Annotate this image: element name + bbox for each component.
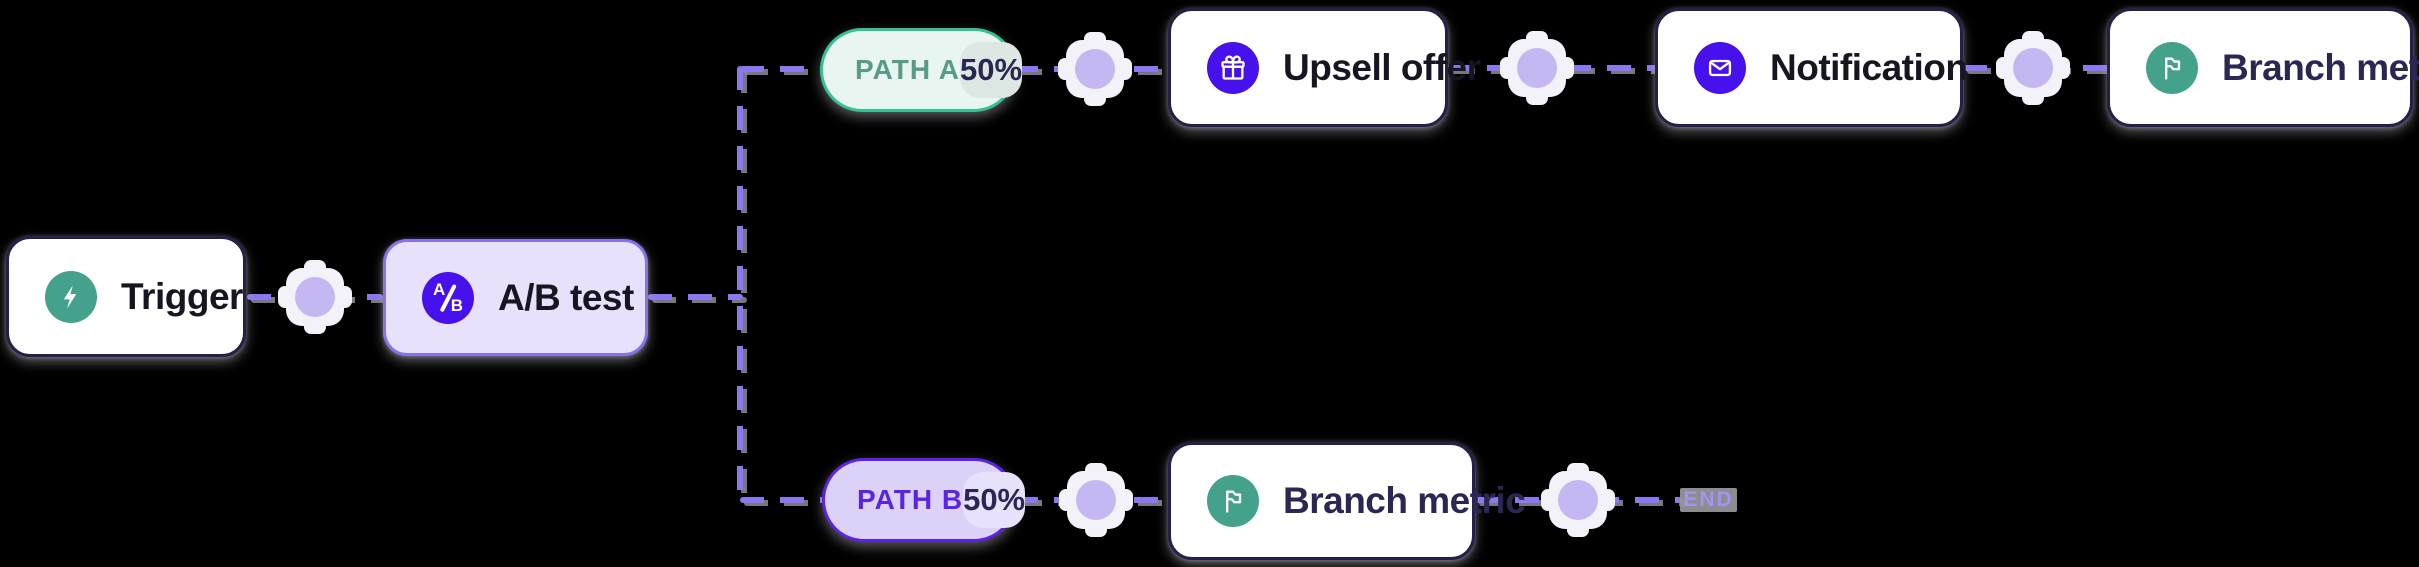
gift-icon	[1207, 41, 1259, 94]
plus-dot-icon	[1558, 480, 1598, 520]
node-title: Branch metric	[1283, 480, 1526, 521]
connector-branch-vertical	[737, 66, 743, 503]
plus-dot-icon	[1076, 480, 1116, 520]
path-b-label: PATH B	[857, 484, 964, 515]
mail-icon	[1694, 41, 1746, 94]
node-title: Branch metric	[2222, 46, 2419, 88]
plus-dot-icon	[1517, 48, 1557, 88]
node-title: Upsell offer	[1283, 46, 1481, 88]
plus-dot-icon	[295, 277, 335, 317]
flag-icon	[2146, 41, 2198, 94]
path-a-label: PATH A	[855, 54, 961, 85]
connector-junction-pathb	[740, 497, 824, 503]
path-b-badge[interactable]: PATH B 50%	[822, 458, 1026, 542]
node-upsell-offer[interactable]: Upsell offer	[1168, 8, 1481, 127]
end-marker: END	[1680, 488, 1737, 512]
node-notification[interactable]: Notification	[1655, 8, 1968, 127]
connector-abtest-junction	[648, 294, 743, 300]
plus-dot-icon	[1075, 49, 1115, 89]
flag-icon	[1207, 475, 1259, 527]
node-trigger[interactable]: Trigger	[6, 236, 246, 357]
node-title: A/B test	[498, 276, 634, 318]
plus-dot-icon	[2013, 48, 2053, 88]
node-title: Notification	[1770, 46, 1968, 88]
path-a-badge[interactable]: PATH A 50%	[820, 28, 1023, 112]
connector-junction-patha	[740, 66, 822, 72]
node-title: Trigger	[121, 275, 243, 317]
node-branch-metric-top[interactable]: Branch metric	[2107, 8, 2419, 127]
lightning-icon	[45, 270, 97, 323]
path-b-percent: 50%	[963, 472, 1026, 528]
path-a-percent: 50%	[960, 42, 1023, 98]
node-branch-metric-bottom[interactable]: Branch metric	[1168, 442, 1526, 560]
